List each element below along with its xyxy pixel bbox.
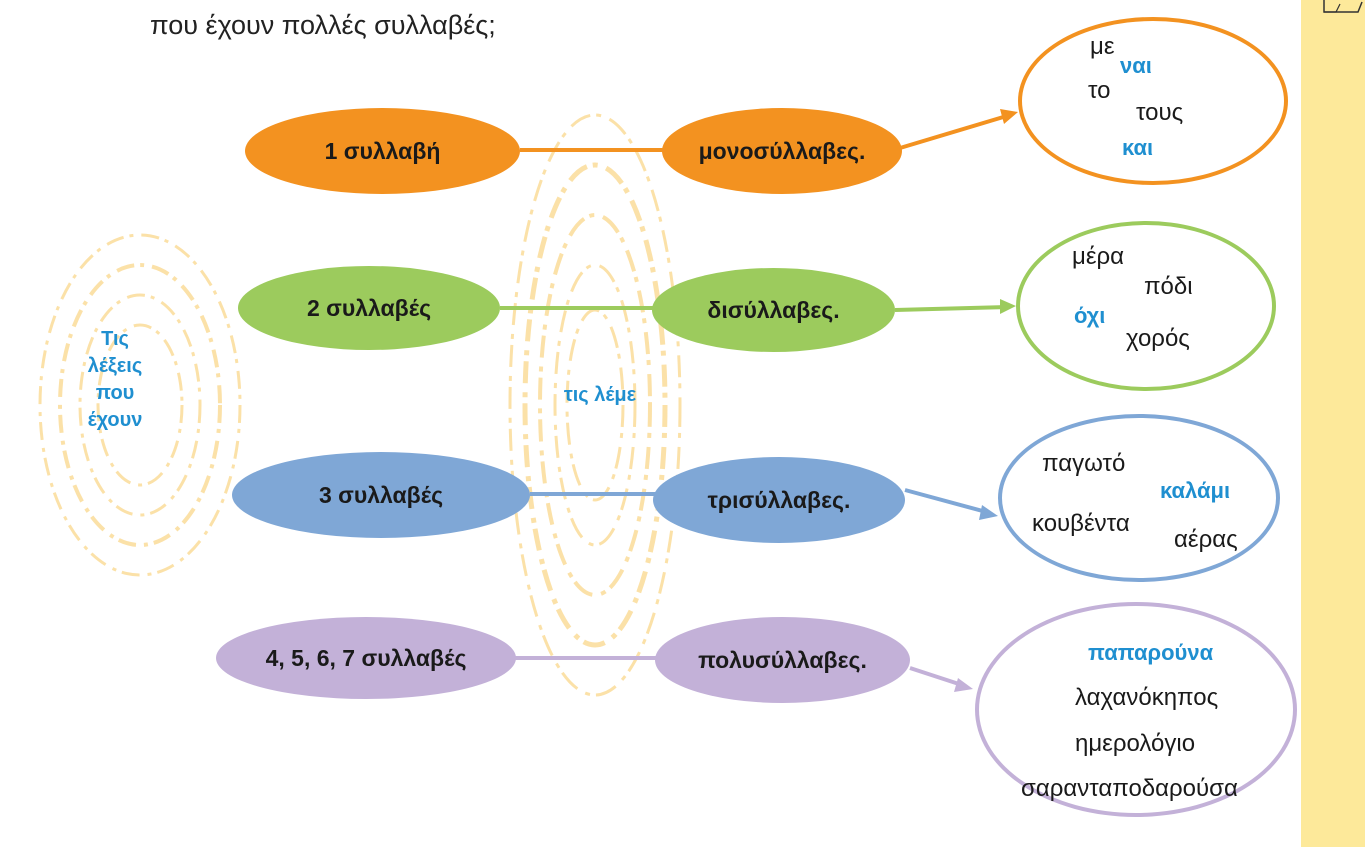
example-word: ημερολόγιο <box>1075 730 1196 757</box>
connector-2 <box>500 299 1016 314</box>
example-word: χορός <box>1126 325 1190 352</box>
word-type-oval: μονοσύλλαβες. <box>662 108 902 194</box>
word-type-oval: δισύλλαβες. <box>652 268 895 352</box>
example-word-highlight: και <box>1122 135 1154 160</box>
example-word: κουβέντα <box>1032 510 1130 537</box>
example-word: με <box>1090 33 1115 60</box>
example-word: αέρας <box>1174 526 1238 553</box>
connector-3 <box>530 488 998 520</box>
example-word: πόδι <box>1144 273 1193 300</box>
connector-1 <box>520 109 1018 152</box>
examples-bubble: παγωτό καλάμι κουβέντα αέρας <box>998 414 1280 582</box>
examples-bubble: παπαρούνα λαχανόκηπος ημερολόγιο σαραντα… <box>975 602 1297 817</box>
connector-4 <box>515 656 973 692</box>
syllable-count-oval: 3 συλλαβές <box>232 452 530 538</box>
middle-label: τις λέμε <box>563 384 637 406</box>
swirl-middle <box>508 113 682 697</box>
example-word-highlight: παπαρούνα <box>1088 640 1214 665</box>
question-text: που έχουν πολλές συλλαβές; <box>150 10 496 40</box>
word-type-oval: τρισύλλαβες. <box>653 457 905 543</box>
syllable-count-oval: 4, 5, 6, 7 συλλαβές <box>216 617 516 699</box>
left-label-line: Τις <box>101 328 129 350</box>
example-word: σαρανταποδαρούσα <box>1021 775 1238 802</box>
book-icon <box>1323 0 1363 13</box>
swirl-left <box>38 233 242 577</box>
left-label-line: λέξεις <box>87 355 143 377</box>
connectors-layer <box>38 109 1018 697</box>
syllable-count-oval: 1 συλλαβή <box>245 108 520 194</box>
syllable-count-oval: 2 συλλαβές <box>238 266 500 350</box>
word-type-oval: πολυσύλλαβες. <box>655 617 910 703</box>
left-label-line: που <box>95 382 135 404</box>
example-word: μέρα <box>1072 243 1125 270</box>
examples-bubble: με ναι το τους και <box>1018 17 1288 185</box>
examples-bubble: μέρα πόδι όχι χορός <box>1016 221 1276 391</box>
example-word: λαχανόκηπος <box>1075 684 1219 711</box>
sidebar-strip <box>1301 0 1365 847</box>
example-word-highlight: όχι <box>1074 303 1106 328</box>
example-word: το <box>1088 77 1111 104</box>
example-word-highlight: ναι <box>1120 53 1152 78</box>
left-label-line: έχουν <box>87 409 143 431</box>
example-word: παγωτό <box>1042 450 1126 477</box>
example-word-highlight: καλάμι <box>1160 478 1231 503</box>
example-word: τους <box>1136 99 1184 126</box>
left-label: Τις λέξεις που έχουν <box>75 326 155 434</box>
